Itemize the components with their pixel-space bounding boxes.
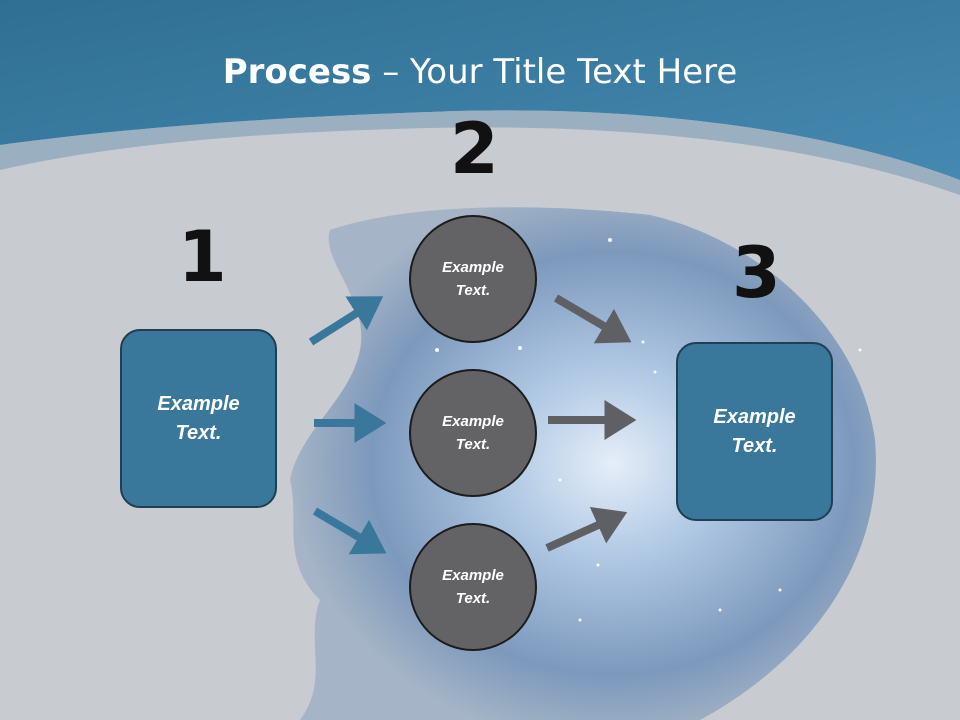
- step-1-number: 1: [178, 216, 227, 298]
- step-2-circle-text: Example Text.: [442, 259, 504, 299]
- step-1-text: Example Text.: [157, 392, 240, 444]
- step-2-circle-text: Example Text.: [442, 413, 504, 453]
- step-3-box: Example Text.: [676, 342, 833, 521]
- step-2-circle-top: Example Text.: [409, 215, 537, 343]
- step-3-text: Example Text.: [713, 405, 796, 457]
- step-2-circle-middle: Example Text.: [409, 369, 537, 497]
- arrow-2-top-to-3: [553, 294, 632, 344]
- arrow-1-to-2-top: [308, 296, 384, 346]
- title-rest: – Your Title Text Here: [371, 52, 738, 92]
- title-bold: Process: [222, 52, 372, 92]
- arrow-2-bottom-to-3: [545, 506, 628, 552]
- slide-title: Process – Your Title Text Here: [0, 52, 960, 92]
- step-1-box: Example Text.: [120, 329, 277, 508]
- step-2-circle-bottom: Example Text.: [409, 523, 537, 651]
- step-2-circle-text: Example Text.: [442, 567, 504, 607]
- step-3-number: 3: [732, 232, 781, 314]
- step-2-number: 2: [450, 108, 499, 190]
- arrow-1-to-2-bottom-blue: [312, 507, 387, 555]
